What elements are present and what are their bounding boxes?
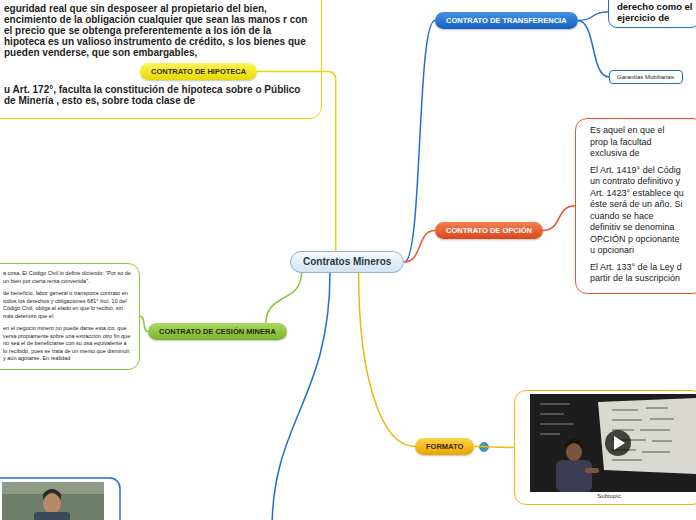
node-text: CONTRATO DE OPCIÓN <box>446 226 532 235</box>
node-body: de beneficio, labor general o transporte… <box>3 290 131 320</box>
node-text: a cosa. El Código Civil lo define dicien… <box>3 270 131 285</box>
branch-connector <box>404 21 435 263</box>
node-text: FORMATO <box>426 442 463 451</box>
node-text: Subtopic <box>515 492 696 500</box>
branch-connector <box>359 273 415 447</box>
branch-connector <box>140 316 148 331</box>
subtopic-box: derecho como el ejercicio de <box>608 0 696 28</box>
node-text: Es aquel en que el prop la facultad excl… <box>590 125 685 160</box>
branch-topic: CONTRATO DE HIPOTECA <box>140 63 257 80</box>
node-text: CONTRATO DE TRANSFERENCIA <box>446 16 567 25</box>
branch-connector <box>266 273 301 323</box>
subtopic-box: Garantías Mobiliarias: <box>609 70 683 84</box>
node-body: El Art. 133° de la Ley d partir de la su… <box>590 262 685 285</box>
node-text: CONTRATO DE HIPOTECA <box>151 67 246 76</box>
branch-connector <box>474 447 514 448</box>
branch-connector <box>578 12 608 21</box>
branch-connector <box>404 231 435 263</box>
branch-topic: FORMATO <box>415 438 474 455</box>
image-box <box>0 478 120 520</box>
branch-topic: CONTRATO DE OPCIÓN <box>435 222 543 239</box>
branch-line <box>272 272 330 520</box>
node-body: en el negocio minero no puede darse esta… <box>3 325 131 363</box>
central-topic: Contratos Mineros <box>290 251 404 273</box>
video-thumbnail <box>530 394 696 492</box>
branch-topic: CONTRATO DE TRANSFERENCIA <box>435 12 578 29</box>
branch-connector <box>543 206 575 231</box>
topic-note: a cosa. El Código Civil lo define dicien… <box>0 263 140 370</box>
branch-topic: CONTRATO DE CESIÓN MINERA <box>148 323 287 340</box>
node-text: CONTRATO DE CESIÓN MINERA <box>159 327 276 336</box>
branch-connector <box>578 21 609 78</box>
node-text: derecho como el ejercicio de <box>617 1 696 23</box>
node-text: eguridad real que sin desposeer al propi… <box>4 3 311 58</box>
topic-note: Es aquel en que el prop la facultad excl… <box>575 118 696 294</box>
media-box: Subtopic <box>514 390 696 505</box>
topic-note: eguridad real que sin desposeer al propi… <box>0 0 322 119</box>
node-text: Garantías Mobiliarias: <box>617 73 675 81</box>
node-text: Contratos Mineros <box>303 256 391 268</box>
node-body: u Art. 172°, faculta la constitución de … <box>4 84 311 106</box>
branch-connector <box>257 72 336 252</box>
node-body: El Art. 1419° del Códig un contrato defi… <box>590 165 685 257</box>
